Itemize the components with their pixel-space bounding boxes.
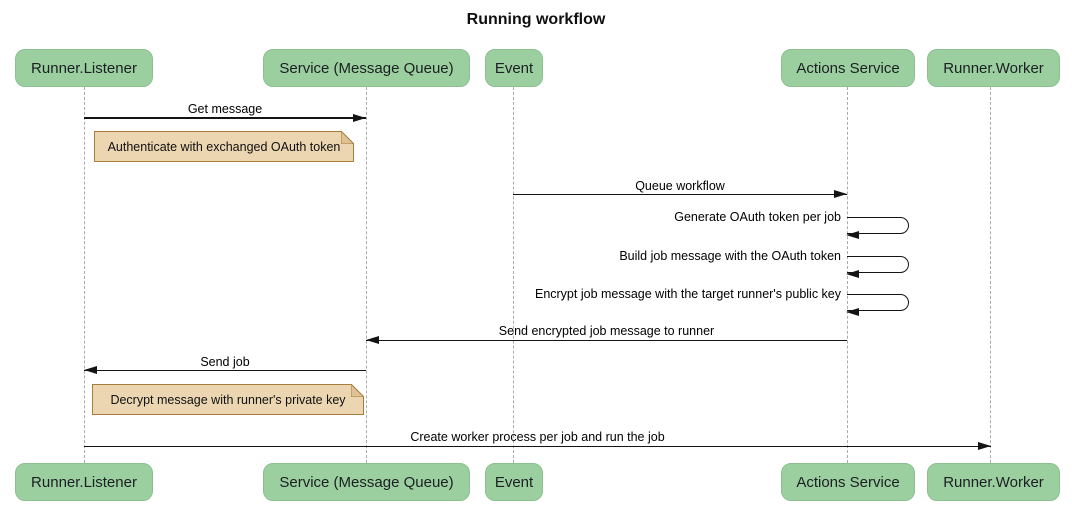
lifeline-service-mq bbox=[366, 87, 367, 463]
lifeline-runner-listener bbox=[84, 87, 85, 463]
actor-bottom-runner-listener: Runner.Listener bbox=[15, 463, 153, 501]
message-label: Send encrypted job message to runner bbox=[498, 324, 715, 338]
message-arrow bbox=[513, 193, 847, 195]
actor-bottom-event: Event bbox=[485, 463, 543, 501]
message-label: Queue workflow bbox=[635, 179, 725, 193]
actor-top-runner-listener: Runner.Listener bbox=[15, 49, 153, 87]
diagram-title: Running workflow bbox=[466, 11, 606, 28]
actor-bottom-service-mq: Service (Message Queue) bbox=[263, 463, 470, 501]
note-fold-icon bbox=[351, 384, 364, 397]
message-arrow bbox=[366, 339, 847, 341]
self-message-label: Build job message with the OAuth token bbox=[619, 249, 841, 263]
note-fold-icon bbox=[341, 131, 354, 144]
message-arrow bbox=[84, 117, 366, 119]
message-arrow bbox=[84, 445, 991, 447]
self-message-label: Generate OAuth token per job bbox=[674, 210, 841, 224]
message-label: Get message bbox=[187, 102, 263, 116]
actor-top-event: Event bbox=[485, 49, 543, 87]
lifeline-runner-worker bbox=[990, 87, 991, 463]
actor-bottom-runner-worker: Runner.Worker bbox=[927, 463, 1060, 501]
note-box: Decrypt message with runner's private ke… bbox=[92, 384, 364, 415]
actor-top-service-mq: Service (Message Queue) bbox=[263, 49, 470, 87]
message-label: Send job bbox=[200, 355, 250, 369]
message-label: Create worker process per job and run th… bbox=[410, 430, 665, 444]
note-box: Authenticate with exchanged OAuth token bbox=[94, 131, 354, 162]
note-label: Authenticate with exchanged OAuth token bbox=[107, 139, 341, 154]
lifeline-event bbox=[513, 87, 514, 463]
note-label: Decrypt message with runner's private ke… bbox=[110, 392, 346, 407]
self-loop-arrow bbox=[846, 294, 909, 316]
actor-top-runner-worker: Runner.Worker bbox=[927, 49, 1060, 87]
self-message-label: Encrypt job message with the target runn… bbox=[534, 287, 841, 301]
self-loop-arrow bbox=[846, 256, 909, 278]
self-loop-arrow bbox=[846, 217, 909, 239]
actor-bottom-actions-service: Actions Service bbox=[781, 463, 915, 501]
actor-top-actions-service: Actions Service bbox=[781, 49, 915, 87]
message-arrow bbox=[84, 369, 366, 371]
